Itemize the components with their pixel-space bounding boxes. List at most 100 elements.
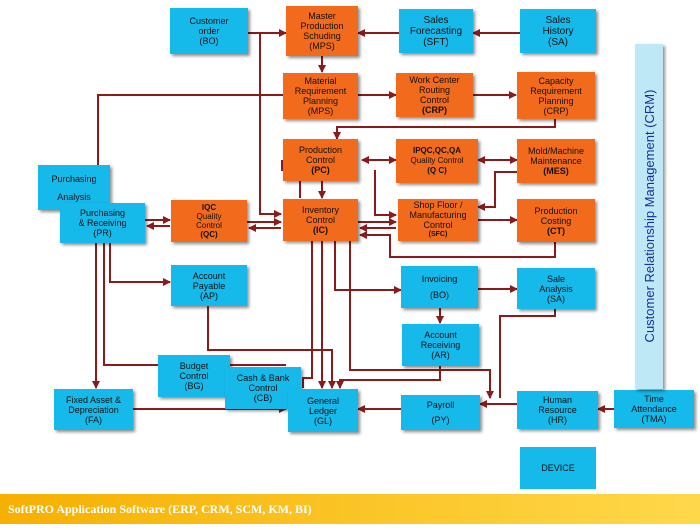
module-label: Account [424, 330, 457, 340]
footer-banner: SoftPRO Application Software (ERP, CRM, … [0, 494, 700, 524]
module-label: Maintenance [530, 156, 582, 166]
module-master-production[interactable]: Master Production Schuding (MPS) [286, 6, 358, 56]
module-label: order [198, 26, 220, 36]
module-label: Analysis [57, 191, 91, 202]
module-label: Planning [302, 96, 339, 106]
module-abbr: (SA) [548, 36, 568, 48]
module-abbr: (SA) [547, 293, 565, 304]
module-purchasing-analysis[interactable]: Purchasing Analysis [38, 165, 110, 210]
arrow-pr-to-ap [109, 243, 171, 286]
module-time-attendance[interactable]: Time Attendance (TMA) [614, 390, 694, 428]
module-abbr: (QC) [200, 230, 218, 239]
footer-text: SoftPRO Application Software (ERP, CRM, … [8, 501, 312, 516]
module-customer-order[interactable]: Customer order (BO) [170, 8, 248, 54]
module-abbr: (CRP) [543, 105, 569, 116]
module-label: Customer [189, 16, 229, 26]
module-sales-forecasting[interactable]: Sales Forecasting (SFT) [399, 9, 473, 53]
module-label: General [306, 395, 340, 406]
module-sale-analysis[interactable]: Sale Analysis (SA) [517, 268, 595, 309]
module-label: Forecasting [409, 25, 463, 37]
arrow-ap-to-gl [207, 306, 336, 389]
module-label: & Receiving [78, 218, 127, 228]
module-fixed-asset[interactable]: Fixed Asset & Depreciation (FA) [54, 389, 133, 430]
module-work-center[interactable]: Work Center Routing Control (CRP) [396, 73, 473, 117]
module-label: Ledger [308, 405, 338, 416]
module-label: Resource [538, 405, 577, 415]
module-quality-control[interactable]: IPQC,QC,QA Quality Control (Q C) [396, 139, 478, 183]
module-abbr: (FA) [85, 414, 102, 425]
module-label: Depreciation [68, 404, 119, 415]
module-abbr: (BO) [199, 36, 219, 46]
module-budget-control[interactable]: Budget Control (BG) [158, 355, 230, 397]
crm-panel [635, 44, 663, 389]
module-label: Purchasing [79, 208, 126, 218]
module-label: Master [308, 11, 336, 21]
module-purchasing-receiving[interactable]: Purchasing & Receiving (PR) [60, 203, 145, 243]
module-account-payable[interactable]: Account Payable (AP) [171, 265, 247, 306]
arrow-ic-to-invoicing [334, 241, 402, 294]
module-label: Control [423, 220, 453, 230]
module-abbr: (SFT) [423, 36, 449, 48]
module-label: Human [542, 395, 572, 405]
module-label: Account [192, 270, 226, 281]
module-general-ledger[interactable]: General Ledger (GL) [288, 389, 358, 432]
module-label: Analysis [539, 283, 573, 294]
arrow-mrp-to-pr [97, 94, 283, 202]
module-label: Planning [538, 95, 574, 106]
module-sales-history[interactable]: Sales History (SA) [520, 9, 596, 53]
module-label: Invoicing [421, 274, 458, 284]
module-shop-floor[interactable]: Shop Floor / Manufacturing Control (SFC) [398, 199, 478, 241]
arrow-ct-to-ic [359, 231, 556, 258]
module-mold-machine[interactable]: Mold/Machine Maintenance (MES) [517, 139, 595, 183]
module-production-control[interactable]: Production Control (PC) [283, 139, 358, 181]
module-abbr: (AP) [200, 290, 218, 301]
module-capacity-requirement[interactable]: Capacity Requirement Planning (CRP) [517, 72, 595, 119]
module-abbr: (MES) [543, 166, 569, 176]
module-label: Inventory [301, 205, 340, 215]
module-label: Budget [179, 361, 209, 371]
module-abbr: (IC) [313, 225, 328, 235]
module-device[interactable]: DEVICE [520, 447, 596, 489]
arrow-pc-to-sfc [374, 170, 397, 219]
module-label: Production [534, 205, 578, 216]
module-label: Quality Control [410, 156, 464, 165]
module-inventory-control[interactable]: Inventory Control (IC) [283, 199, 358, 241]
module-label: Payable [192, 280, 226, 291]
module-label: Costing [540, 215, 572, 226]
module-abbr: (BG) [184, 381, 204, 391]
module-label: Requirement [530, 85, 582, 96]
module-iqc[interactable]: IQC Quality Control (QC) [171, 200, 247, 242]
module-label: Mold/Machine [527, 146, 585, 156]
arrow-bo-to-ic [259, 33, 282, 218]
module-production-costing[interactable]: Production Costing (CT) [517, 199, 595, 242]
module-label: Time [644, 394, 664, 404]
module-label: Control [248, 383, 278, 393]
module-abbr: (TMA) [641, 414, 667, 424]
module-label: Receiving [420, 340, 461, 350]
module-label: Control [305, 215, 335, 225]
module-human-resource[interactable]: Human Resource (HR) [517, 391, 598, 429]
arrow-ar-to-gl [336, 366, 441, 389]
crm-label: Customer Relationship Management (CRM) [641, 89, 657, 343]
module-invoicing[interactable]: Invoicing (BO) [401, 266, 478, 308]
module-material-requirement[interactable]: Material Requirement Planning (MPS) [283, 73, 358, 119]
module-abbr: (PR) [93, 228, 112, 238]
module-label: Quality [196, 212, 222, 221]
module-abbr: (CT) [547, 225, 565, 236]
module-label: Attendance [631, 404, 677, 414]
module-label: Shop Floor / [413, 200, 463, 210]
module-label: Control [305, 155, 335, 165]
module-abbr: (CB) [253, 393, 273, 403]
module-label: Fixed Asset & [65, 394, 122, 405]
module-abbr: (MPS) [309, 41, 335, 51]
module-label: Work Center [409, 75, 460, 85]
module-abbr: (AR) [431, 350, 450, 360]
module-abbr: (MPS) [307, 106, 334, 116]
module-payroll[interactable]: Payroll (PY) [401, 395, 480, 430]
module-abbr: (GL) [314, 415, 332, 426]
module-account-receiving[interactable]: Account Receiving (AR) [402, 324, 479, 366]
module-label: Routing [418, 85, 451, 95]
module-abbr: (SFC) [428, 231, 448, 238]
module-label: Cash & Bank [236, 373, 290, 383]
module-label: Sales [423, 14, 449, 26]
